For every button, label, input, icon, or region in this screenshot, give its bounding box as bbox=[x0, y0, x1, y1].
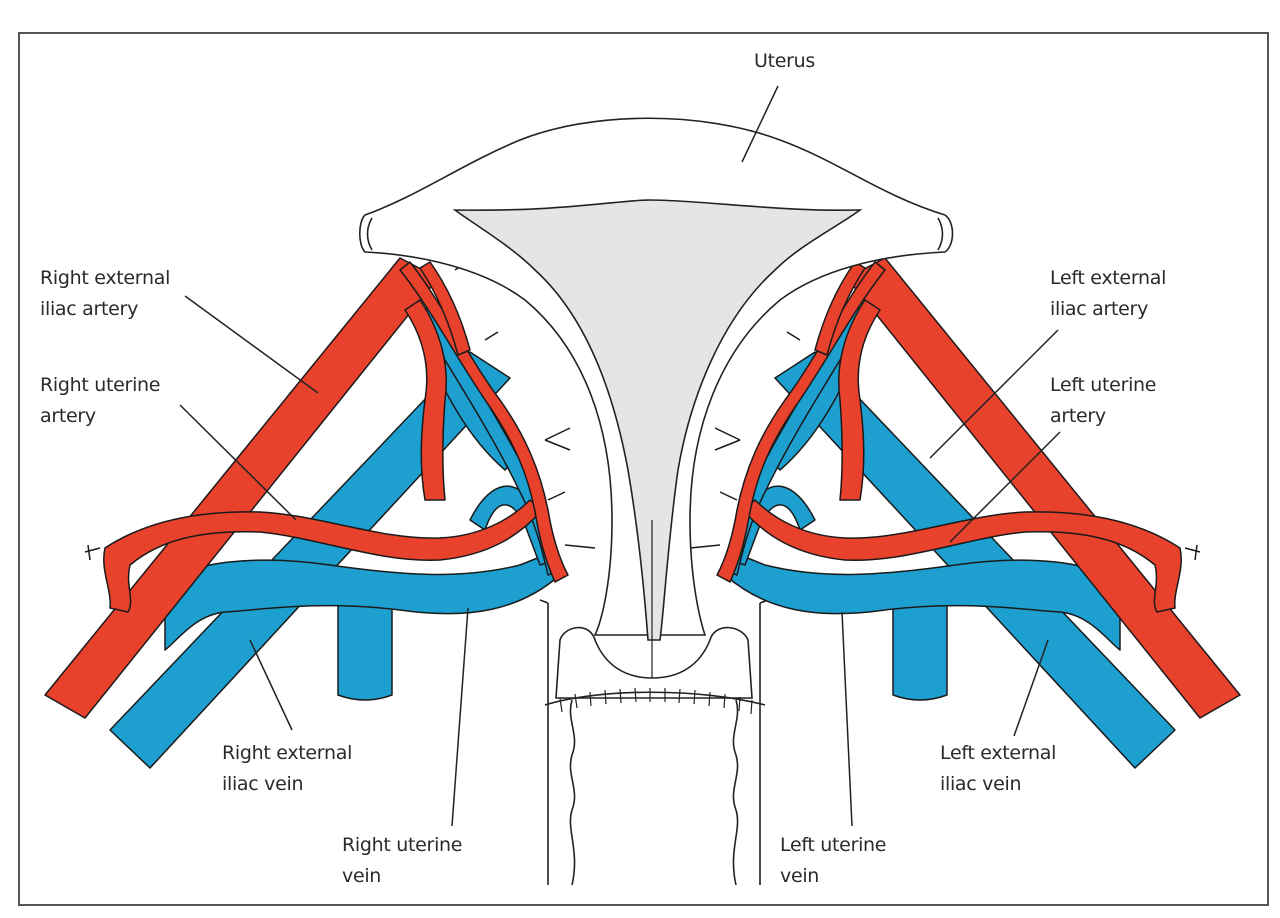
label-left-uterine-artery-line-1: Left uterine bbox=[1050, 374, 1157, 396]
right-external-iliac-vein-shape bbox=[109, 351, 511, 769]
label-uterus: Uterus bbox=[754, 46, 815, 77]
left-vessels bbox=[689, 254, 1241, 769]
leader-right-uterine-vein bbox=[451, 607, 469, 827]
leader-left-external-iliac-artery bbox=[929, 329, 1059, 459]
right-uterine-vein-shape bbox=[164, 554, 561, 651]
right-arteries bbox=[44, 257, 569, 719]
uterine-cavity bbox=[452, 199, 863, 641]
leader-right-external-iliac-vein bbox=[249, 639, 293, 731]
diagram-frame bbox=[18, 32, 1269, 906]
label-right-uterine-artery-line-2: artery bbox=[40, 405, 96, 427]
label-left-uterine-artery: Left uterine artery bbox=[1050, 370, 1157, 432]
label-left-external-iliac-artery-line-2: iliac artery bbox=[1050, 298, 1149, 320]
label-left-uterine-vein-line-1: Left uterine bbox=[780, 834, 887, 856]
label-uterus-line-1: Uterus bbox=[754, 50, 815, 72]
label-left-external-iliac-vein-line-1: Left external bbox=[940, 742, 1057, 764]
leader-lines bbox=[179, 85, 1061, 827]
label-left-external-iliac-vein: Left external iliac vein bbox=[940, 738, 1056, 800]
label-right-uterine-vein-line-2: vein bbox=[342, 865, 382, 887]
label-right-external-iliac-artery-line-2: iliac artery bbox=[40, 298, 139, 320]
label-right-external-iliac-artery: Right external iliac artery bbox=[40, 263, 170, 325]
left-arteries bbox=[716, 257, 1241, 719]
left-internal-iliac-artery-shape bbox=[837, 299, 881, 501]
leader-left-uterine-artery bbox=[949, 431, 1061, 543]
right-vessels bbox=[44, 254, 596, 769]
right-internal-iliac-vein-shape bbox=[337, 599, 393, 701]
label-left-uterine-vein: Left uterine vein bbox=[780, 830, 887, 892]
right-internal-iliac-artery-shape bbox=[404, 299, 448, 501]
left-internal-iliac-vein-shape bbox=[892, 599, 948, 701]
label-right-external-iliac-vein-line-2: iliac vein bbox=[222, 773, 304, 795]
leader-left-external-iliac-vein bbox=[1013, 639, 1049, 737]
label-left-external-iliac-artery-line-1: Left external bbox=[1050, 267, 1167, 289]
suture-stitches bbox=[559, 687, 753, 715]
left-external-iliac-vein-shape bbox=[774, 351, 1176, 769]
label-right-uterine-artery: Right uterine artery bbox=[40, 370, 160, 432]
label-right-uterine-vein-line-1: Right uterine bbox=[342, 834, 463, 856]
label-right-external-iliac-artery-line-1: Right external bbox=[40, 267, 171, 289]
label-right-external-iliac-vein: Right external iliac vein bbox=[222, 738, 352, 800]
left-uterine-artery-shape bbox=[742, 499, 1182, 613]
label-left-uterine-vein-line-2: vein bbox=[780, 865, 820, 887]
label-right-external-iliac-vein-line-1: Right external bbox=[222, 742, 353, 764]
label-left-external-iliac-artery: Left external iliac artery bbox=[1050, 263, 1166, 325]
label-left-external-iliac-vein-line-2: iliac vein bbox=[940, 773, 1022, 795]
right-uterine-artery-shape bbox=[103, 499, 543, 613]
label-right-uterine-artery-line-1: Right uterine bbox=[40, 374, 161, 396]
left-uterine-vein-shape bbox=[724, 554, 1121, 651]
right-veins bbox=[109, 304, 561, 769]
leader-uterus bbox=[741, 85, 779, 163]
left-veins bbox=[724, 304, 1176, 769]
leader-left-uterine-vein bbox=[841, 611, 853, 827]
leader-right-uterine-artery bbox=[179, 404, 297, 521]
cervix bbox=[555, 626, 753, 699]
uterus bbox=[358, 117, 954, 715]
leader-right-external-iliac-artery bbox=[184, 295, 319, 394]
label-left-uterine-artery-line-2: artery bbox=[1050, 405, 1106, 427]
label-right-uterine-vein: Right uterine vein bbox=[342, 830, 462, 892]
